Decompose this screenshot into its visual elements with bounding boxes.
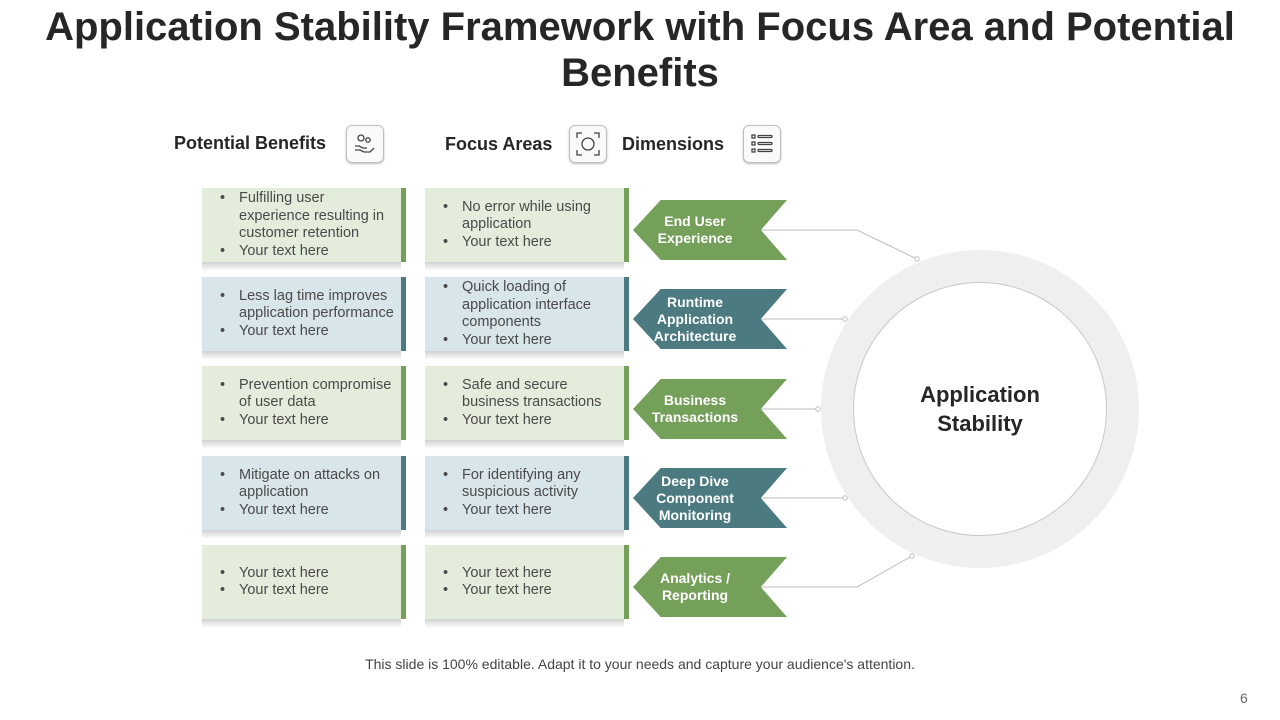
list-item: Safe and secure business transactions bbox=[443, 377, 620, 412]
header-potential-benefits: Potential Benefits bbox=[174, 133, 327, 153]
benefit-box: Your text hereYour text here bbox=[202, 545, 406, 628]
benefit-box: Fulfilling user experience resulting in … bbox=[202, 188, 406, 271]
footer-note: This slide is 100% editable. Adapt it to… bbox=[365, 656, 915, 672]
list-item: Your text here bbox=[220, 582, 329, 600]
dimension-label: Runtime Application Architecture bbox=[653, 293, 737, 344]
dimension-label: Analytics / Reporting bbox=[659, 570, 731, 603]
dimension-label: Deep Dive Component Monitoring bbox=[656, 472, 734, 523]
stability-center-circle: Application Stability bbox=[853, 282, 1107, 536]
focus-box: Safe and secure business transactionsYou… bbox=[425, 366, 629, 449]
center-label: Application Stability bbox=[920, 382, 1040, 436]
list-item: Your text here bbox=[220, 412, 397, 430]
list-icon bbox=[743, 125, 781, 163]
dimension-label: Business Transactions bbox=[651, 392, 739, 425]
focus-box: Quick loading of application interface c… bbox=[425, 277, 629, 360]
list-item: Prevention compromise of user data bbox=[220, 377, 397, 412]
benefit-box: Mitigate on attacks on applicationYour t… bbox=[202, 456, 406, 539]
list-item: Your text here bbox=[443, 234, 620, 252]
list-item: Your text here bbox=[220, 323, 397, 341]
list-item: Your text here bbox=[220, 243, 397, 261]
focus-box: For identifying any suspicious activityY… bbox=[425, 456, 629, 539]
list-item: Your text here bbox=[220, 565, 329, 583]
slide-title: Application Stability Framework with Foc… bbox=[45, 5, 1235, 95]
focus-box: Your text hereYour text here bbox=[425, 545, 629, 628]
list-item: Fulfilling user experience resulting in … bbox=[220, 190, 397, 243]
header-focus-areas: Focus Areas bbox=[445, 134, 553, 154]
list-item: Your text here bbox=[220, 502, 397, 520]
list-item: No error while using application bbox=[443, 199, 620, 234]
page-number: 6 bbox=[1240, 690, 1248, 706]
dimension-arrow: Business Transactions bbox=[633, 379, 787, 439]
list-item: Your text here bbox=[443, 412, 620, 430]
benefit-box: Prevention compromise of user dataYour t… bbox=[202, 366, 406, 449]
list-item: Your text here bbox=[443, 502, 620, 520]
list-item: For identifying any suspicious activity bbox=[443, 467, 620, 502]
dimension-label: End User Experience bbox=[657, 213, 733, 246]
focus-box: No error while using applicationYour tex… bbox=[425, 188, 629, 271]
list-item: Quick loading of application interface c… bbox=[443, 279, 620, 332]
list-item: Your text here bbox=[443, 565, 552, 583]
header-dimensions: Dimensions bbox=[622, 134, 725, 154]
list-item: Mitigate on attacks on application bbox=[220, 467, 397, 502]
hand-with-gears-icon bbox=[346, 125, 384, 163]
list-item: Your text here bbox=[443, 582, 552, 600]
benefit-box: Less lag time improves application perfo… bbox=[202, 277, 406, 360]
list-item: Less lag time improves application perfo… bbox=[220, 288, 397, 323]
list-item: Your text here bbox=[443, 332, 620, 350]
target-focus-icon bbox=[569, 125, 607, 163]
